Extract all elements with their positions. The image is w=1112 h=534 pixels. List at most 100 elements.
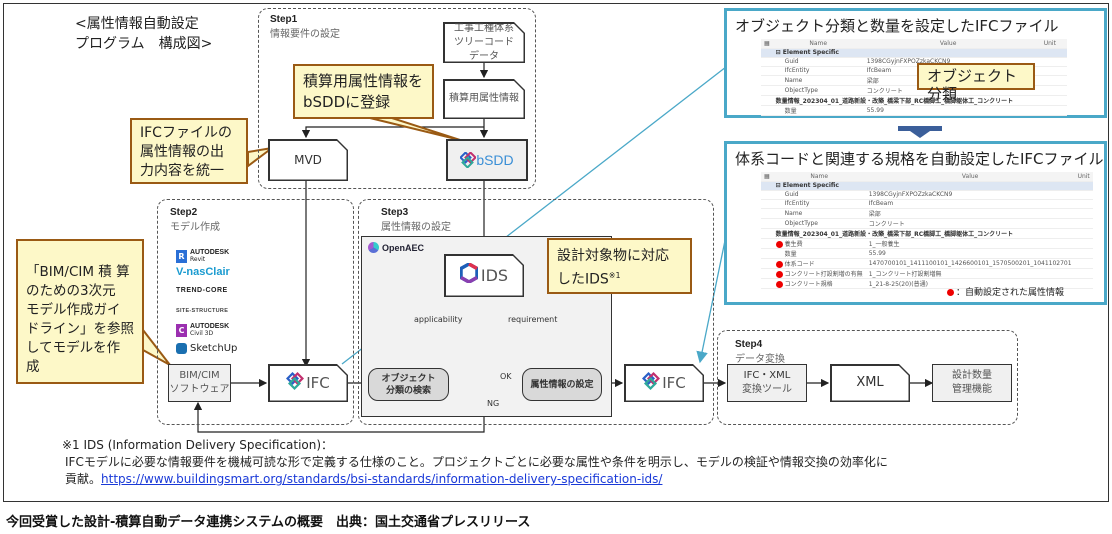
red-dot-icon <box>775 240 783 248</box>
prop-value: IfcBeam <box>868 200 894 207</box>
col-value: Value <box>865 172 1075 182</box>
figure-caption: 今回受賞した設計-積算自動データ連携システムの概要 出典：国土交通省プレスリリー… <box>6 515 531 530</box>
step3-subtitle: 属性情報の設定 <box>381 222 451 233</box>
manage-line2: 管理機能 <box>952 384 992 395</box>
ifc-file-node-1[interactable]: IFC <box>268 364 348 402</box>
callout-line: モデル作成ガイ <box>26 302 121 318</box>
bim-cim-software-node[interactable]: BIM/CIM ソフトウェア <box>168 364 231 402</box>
sketchup-label: SketchUp <box>190 342 238 354</box>
prop-name: ObjectType <box>784 219 818 227</box>
prop-name: IfcEntity <box>784 67 810 74</box>
diagram-frame <box>3 3 1109 502</box>
search-node-line2: 分類の検索 <box>385 385 431 396</box>
prop-value: コンクリート <box>866 87 903 95</box>
prop-value: 1_21-8-25(20)(普通) <box>868 280 928 288</box>
openaec-label: OpenAEC <box>382 242 425 253</box>
callout-bsdd-register: 積算用属性情報を bSDDに登録 <box>293 64 434 119</box>
xml-node[interactable]: XML <box>830 364 910 402</box>
civil3d-icon: C <box>176 323 187 337</box>
ng-label: NG <box>487 399 500 408</box>
prop-value: 1398CGyjnFXPOZzkaCKCN9 <box>868 191 953 198</box>
prop-name: 数量 <box>784 107 797 115</box>
collapse-icon[interactable]: ⊟ <box>775 49 783 56</box>
step2-subtitle: モデル作成 <box>170 222 220 233</box>
mvd-label: MVD <box>270 141 347 180</box>
bsdd-node[interactable]: bSDD <box>446 139 528 181</box>
prop-name: コンクリート打設割増の有無 <box>784 270 863 278</box>
step3-header: Step3 属性情報の設定 <box>381 207 451 233</box>
step1-label: Step1 <box>270 14 298 25</box>
ifc-logo-icon <box>286 372 304 395</box>
ids-node[interactable]: IDS <box>444 254 524 297</box>
callout-line: 「BIM/CIM 積 算 <box>26 264 130 280</box>
applicability-label: applicability <box>414 315 463 324</box>
attribute-set-label: 属性情報の設定 <box>530 379 594 390</box>
quantity-attribute-node[interactable]: 積算用属性情報 <box>443 79 525 119</box>
prop-name: 数量 <box>784 250 797 258</box>
step4-subtitle: データ変換 <box>735 354 785 365</box>
mvd-node[interactable]: MVD <box>268 139 348 181</box>
grid-icon: ▦ <box>761 172 773 182</box>
red-dot-icon <box>775 260 783 268</box>
callout-line: 設計対象物に対応 <box>557 248 669 264</box>
revit-brand: AUTODESK <box>190 249 230 256</box>
ifc-logo-text: IFC <box>662 374 686 392</box>
col-name: Name <box>772 172 866 182</box>
step2-label: Step2 <box>170 207 198 218</box>
prop-value: コンクリート <box>868 220 905 228</box>
collapse-icon[interactable]: ⊟ <box>775 182 783 189</box>
attribute-set-node[interactable]: 属性情報の設定 <box>522 368 602 401</box>
footnote: ※1 IDS (Information Delivery Specificati… <box>62 437 888 488</box>
auto-set-legend: ：自動設定された属性情報 <box>946 285 1064 298</box>
callout-line: 力内容を統一 <box>140 163 224 179</box>
callout-line: 属性情報の出 <box>140 144 224 160</box>
prop-name: Guid <box>784 58 799 65</box>
callout-object-class: オブジェクト分類 <box>917 63 1035 103</box>
logo-trend-core: TREND-CORE <box>176 287 228 294</box>
ids-spec-link[interactable]: https://www.buildingsmart.org/standards/… <box>101 472 663 486</box>
step1-subtitle: 情報要件の設定 <box>270 29 340 40</box>
legend-label: ：自動設定された属性情報 <box>955 288 1064 298</box>
footnote-ref[interactable]: ※1 <box>608 271 621 280</box>
ids-logo-icon <box>460 263 478 288</box>
ifc-file-node-2[interactable]: IFC <box>624 364 704 402</box>
xml-label: XML <box>832 366 909 401</box>
converter-line1: IFC・XML <box>743 370 791 381</box>
design-quantity-management-node[interactable]: 設計数量 管理機能 <box>932 364 1012 402</box>
ifc-logo-icon <box>642 372 660 395</box>
diagram-title-line2: プログラム 構成図> <box>75 36 213 52</box>
prop-value: 1_一般養生 <box>868 240 900 248</box>
ids-logo-text: IDS <box>480 265 509 285</box>
quantity-attribute-label: 積算用属性情報 <box>445 81 524 118</box>
civil3d-brand: AUTODESK <box>190 323 230 330</box>
logo-autodesk-revit: R AUTODESK Revit <box>176 246 256 266</box>
prop-value: 1398CGyjnFXPOZzkaCKCN9 <box>866 58 951 65</box>
diagram-title-line1: <属性情報自動設定 <box>75 16 199 32</box>
prop-name: IfcEntity <box>784 200 810 207</box>
callout-line: bSDDに登録 <box>303 93 391 111</box>
col-value: Value <box>863 39 1033 49</box>
ok-label: OK <box>500 372 512 381</box>
red-dot-icon <box>775 280 783 288</box>
footnote-tail: 貢献。 <box>65 472 102 486</box>
callout-line: したIDS <box>557 271 609 288</box>
prop-value: 梁部 <box>866 77 879 85</box>
revit-icon: R <box>176 249 187 263</box>
callout-line: オブジェクト分類 <box>927 67 1018 103</box>
ifc-xml-converter-node[interactable]: IFC・XML 変換ツール <box>727 364 807 402</box>
tree-code-data-node[interactable]: 工事工種体系 ツリーコード データ <box>443 22 525 63</box>
step3-label: Step3 <box>381 207 409 218</box>
sketchup-icon <box>176 342 187 354</box>
prop-name: Name <box>784 76 803 84</box>
object-class-search-node[interactable]: オブジェクト 分類の検索 <box>368 368 449 401</box>
prop-value: 55.99 <box>866 106 884 114</box>
table-row: 数量 55.99 <box>761 105 1067 116</box>
callout-guideline: 「BIM/CIM 積 算 のための3次元 モデル作成ガイ ドライン」を参照 して… <box>16 239 144 384</box>
